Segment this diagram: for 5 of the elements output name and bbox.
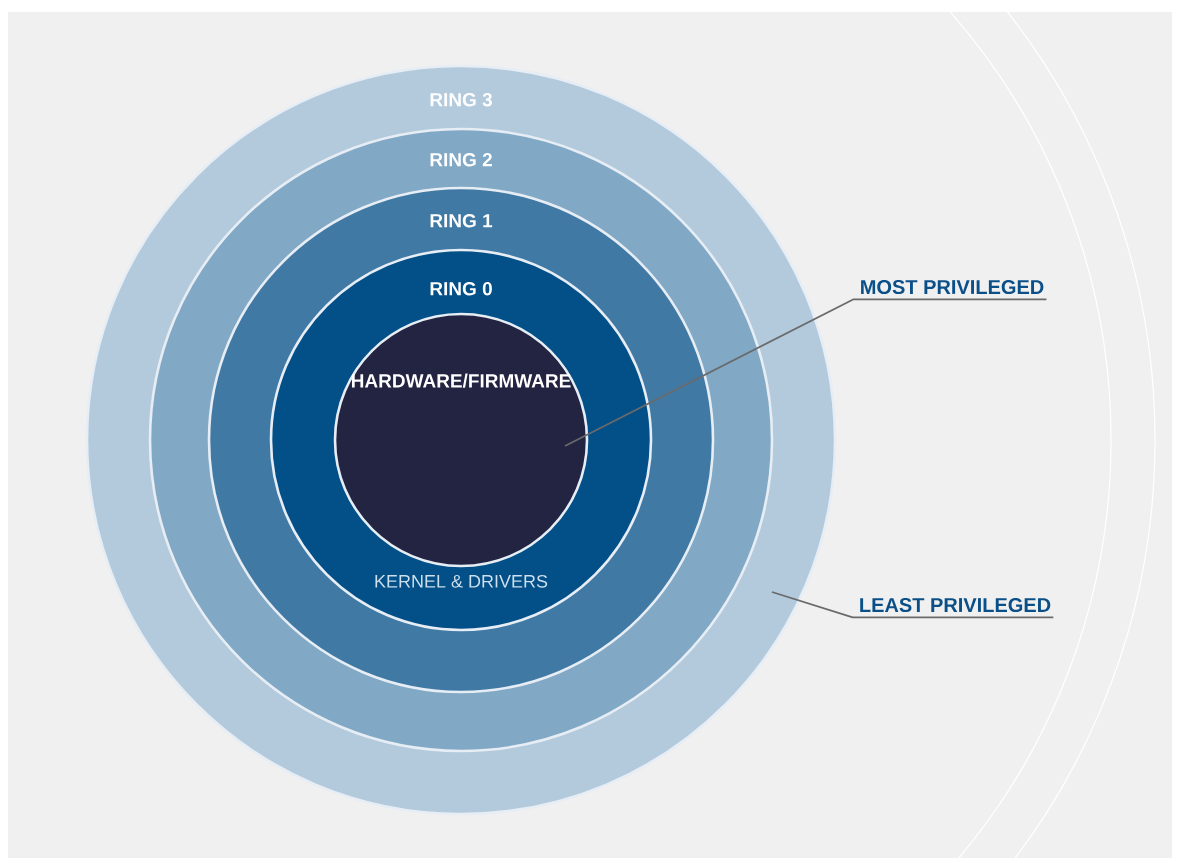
leader-line (564, 298, 1048, 447)
ring: HARDWARE/FIRMWARE (333, 312, 589, 568)
leader-line (771, 591, 1055, 619)
callout-label: MOST PRIVILEGED (861, 279, 1044, 295)
callout-label: LEAST PRIVILEGED (860, 597, 1051, 613)
